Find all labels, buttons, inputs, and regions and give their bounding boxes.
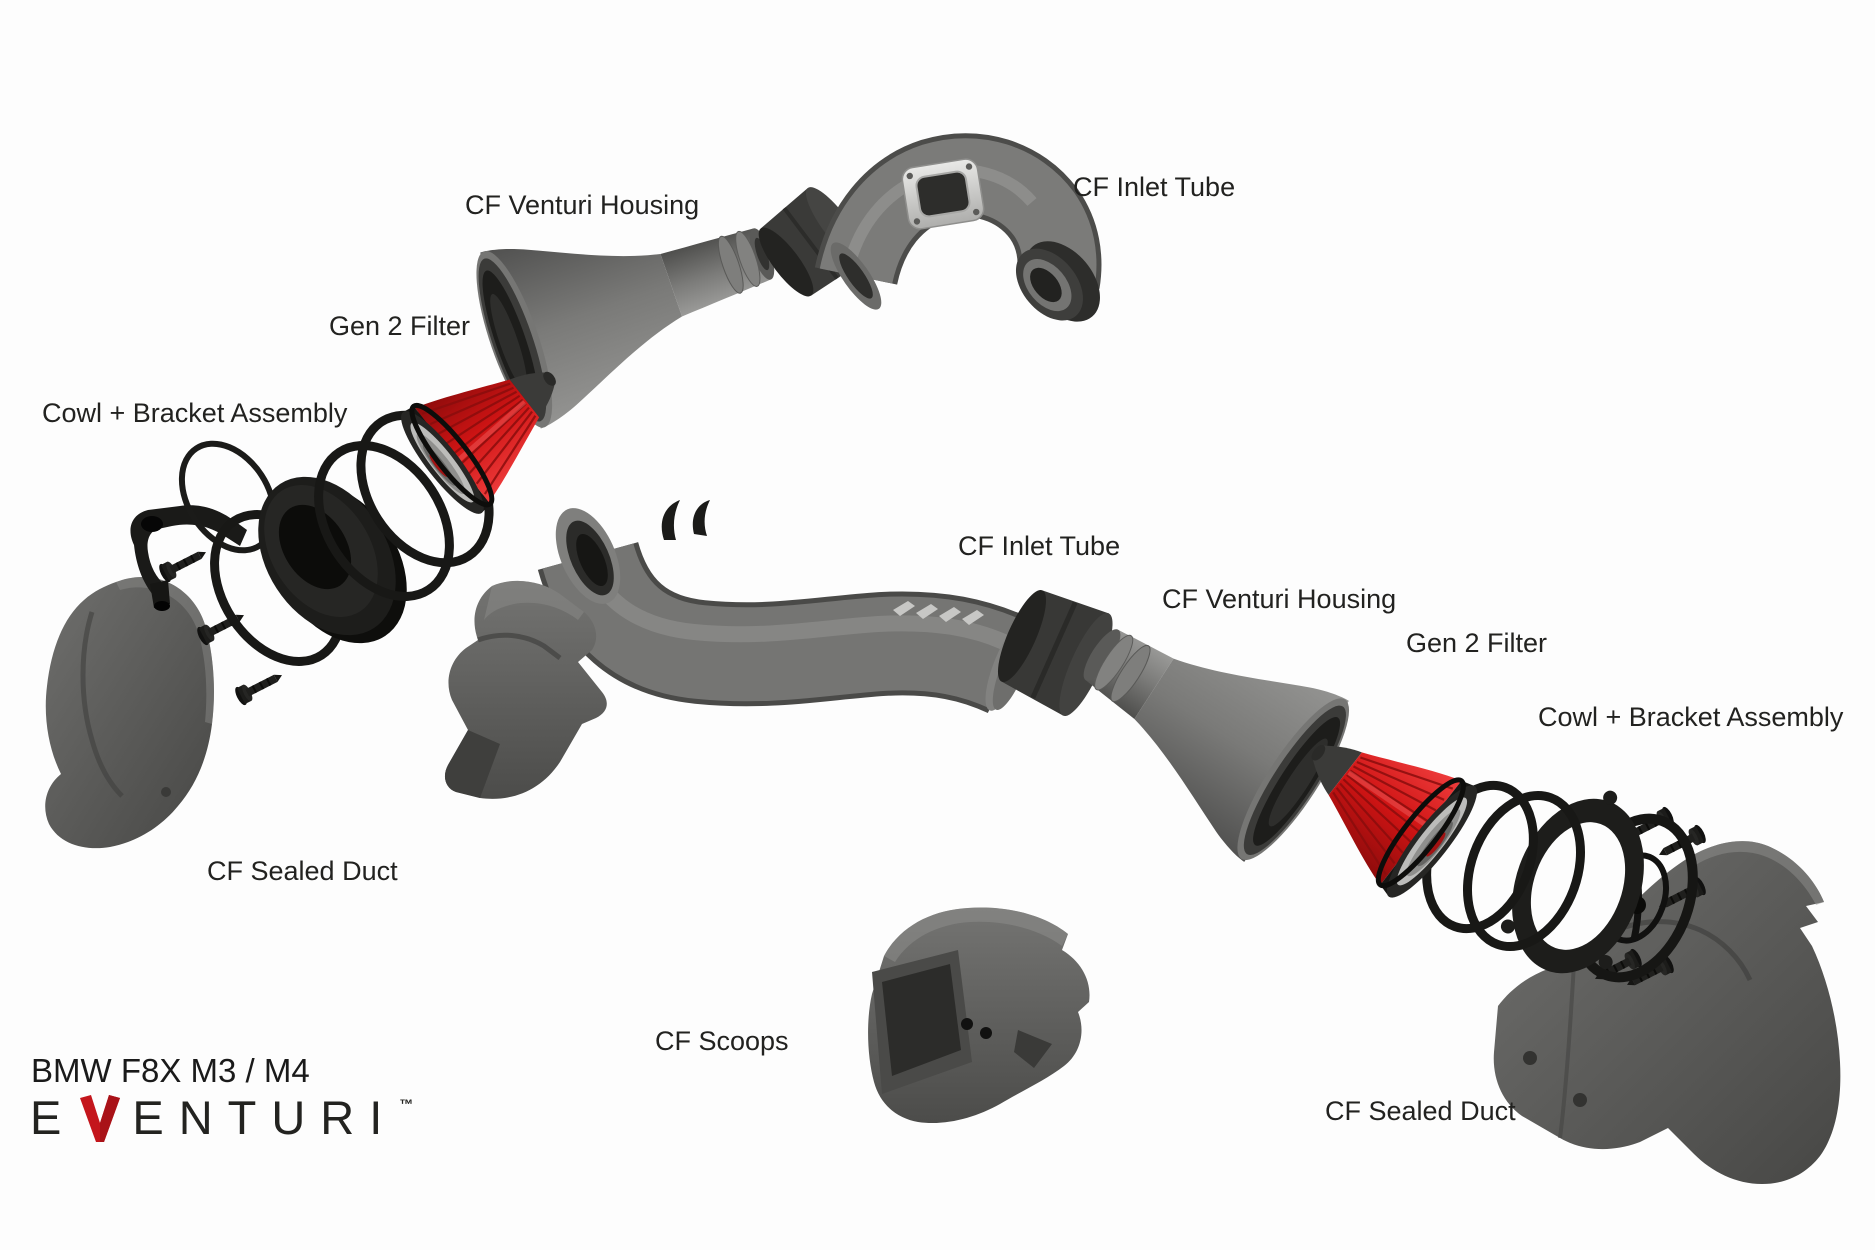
- label-venturi-housing-right: CF Venturi Housing: [1162, 584, 1397, 614]
- inlet-tube-end-ring: [1015, 241, 1100, 322]
- label-gen2-filter-left: Gen 2 Filter: [329, 311, 471, 341]
- gen2-filter-left: [401, 371, 556, 514]
- cowl-rings-right: [1422, 780, 1698, 983]
- gen2-filter-right: [1311, 745, 1478, 898]
- eventuri-logo: E ENTURI ™: [30, 1094, 413, 1143]
- label-venturi-housing-left: CF Venturi Housing: [465, 190, 700, 220]
- model-title: BMW F8X M3 / M4: [31, 1052, 310, 1089]
- label-gen2-filter-right: Gen 2 Filter: [1406, 628, 1548, 658]
- inlet-flange: [901, 158, 985, 230]
- label-inlet-tube-left: CF Inlet Tube: [1073, 172, 1236, 202]
- inlet-tube-middle: [537, 500, 1034, 714]
- label-scoops: CF Scoops: [655, 1026, 789, 1056]
- label-sealed-duct-right: CF Sealed Duct: [1325, 1096, 1516, 1126]
- coupler-middle: [997, 589, 1113, 716]
- trademark-symbol: ™: [399, 1096, 414, 1112]
- logo-letters-enturi: ENTURI: [132, 1091, 398, 1144]
- label-sealed-duct-left: CF Sealed Duct: [207, 856, 398, 886]
- logo-red-v-icon: [80, 1095, 121, 1142]
- scoop-left: [444, 580, 607, 799]
- sealed-duct-left: [45, 576, 214, 849]
- inlet-tube-top: [814, 133, 1102, 322]
- logo-letter-e: E: [30, 1091, 77, 1144]
- label-cowl-bracket-left: Cowl + Bracket Assembly: [42, 398, 348, 428]
- label-inlet-tube-right: CF Inlet Tube: [958, 531, 1121, 561]
- cowl-rings-left: [178, 410, 494, 666]
- scoop-right: [868, 907, 1090, 1124]
- cowl-bracket-left: [130, 505, 247, 611]
- label-cowl-bracket-right: Cowl + Bracket Assembly: [1538, 702, 1844, 732]
